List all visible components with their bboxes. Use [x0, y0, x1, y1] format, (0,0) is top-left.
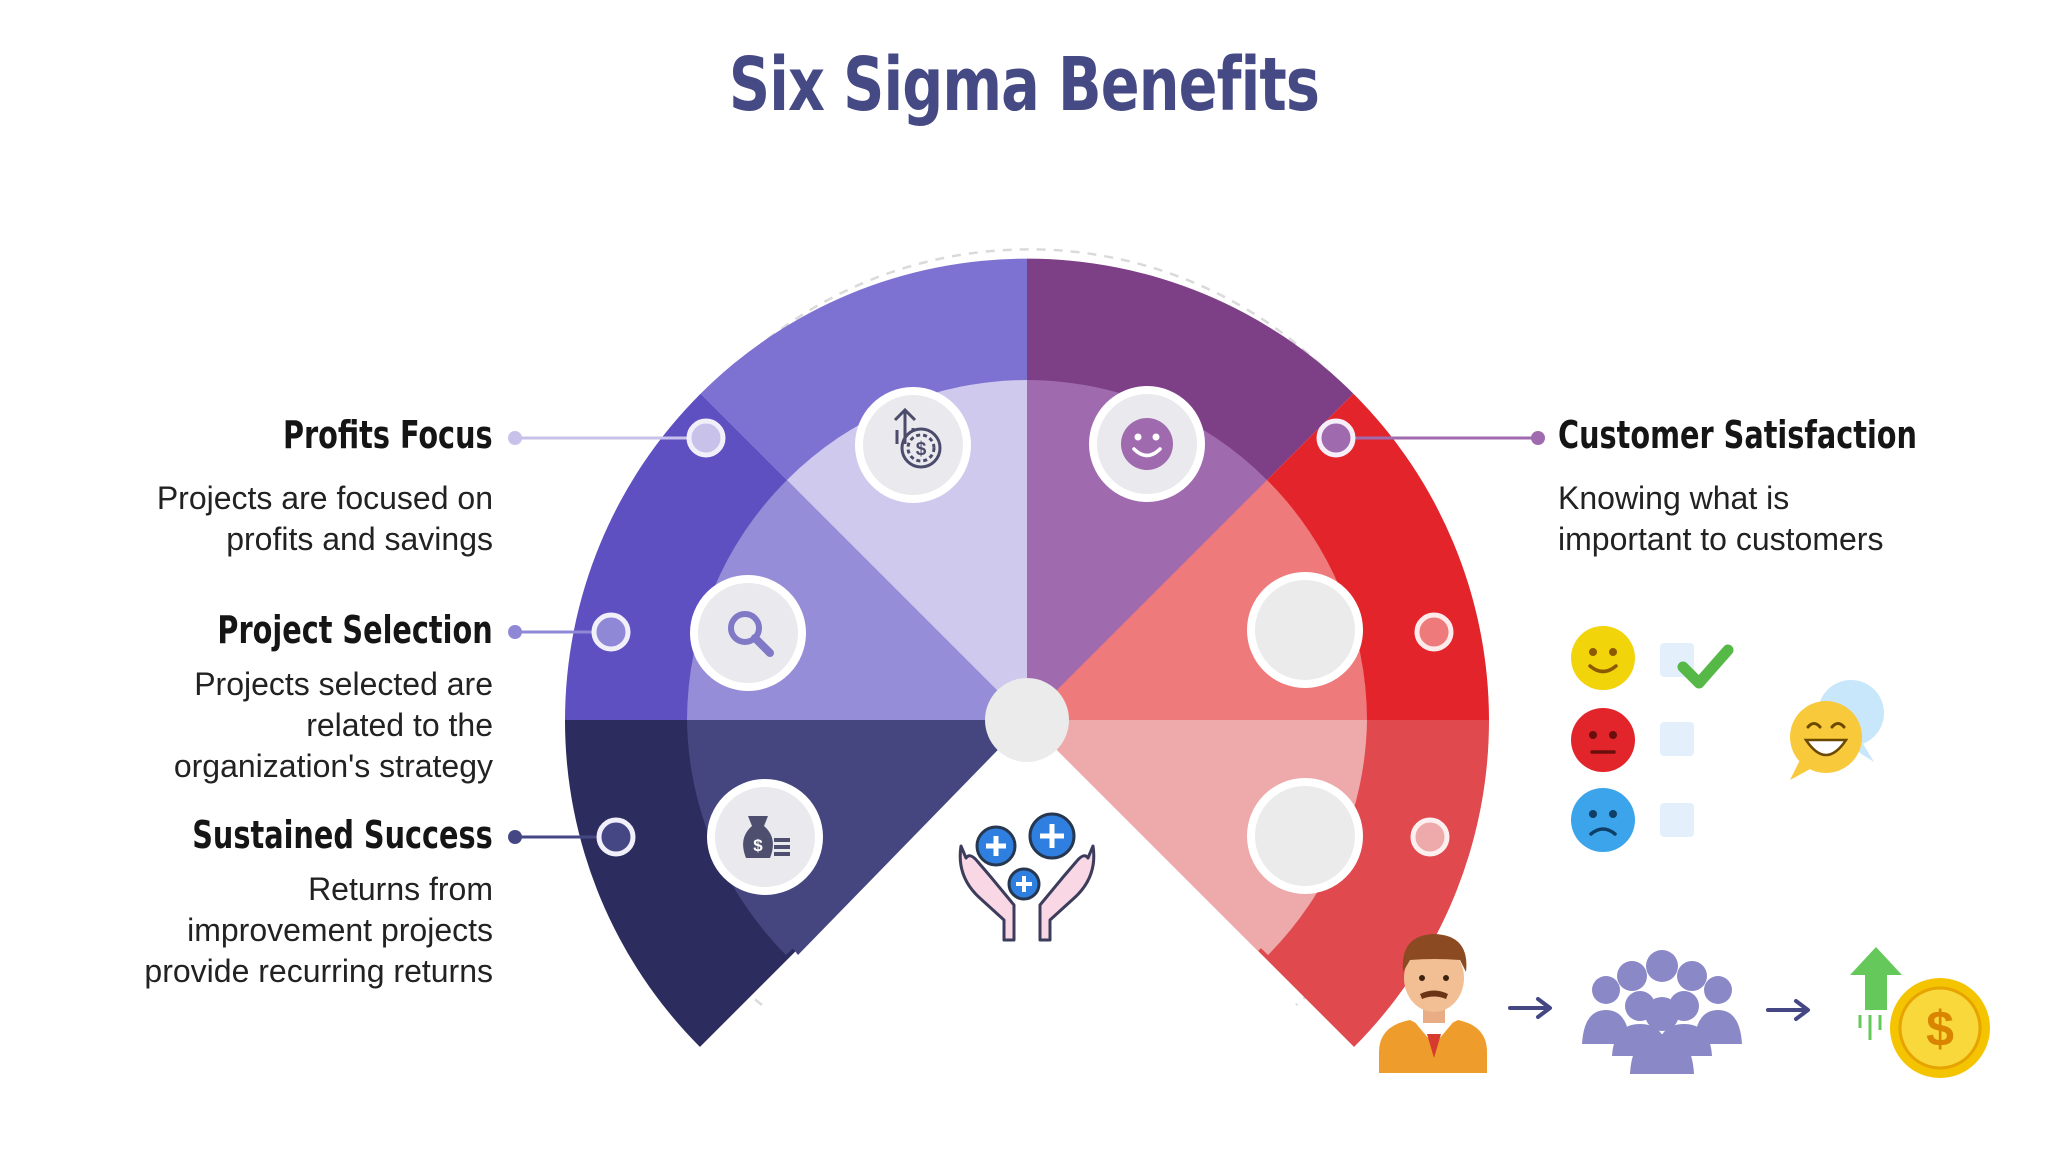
laughing-chat-icon [1790, 680, 1884, 780]
description-line: provide recurring returns [144, 953, 493, 989]
project-selection-icon-circle [690, 575, 806, 691]
arrow-right-icon [1766, 999, 1810, 1021]
smiley-icon [1121, 418, 1173, 470]
feedback-illustration [1571, 626, 1884, 852]
page-title: Six Sigma Benefits [728, 42, 1320, 128]
sustained-success-icon-circle: $ [707, 779, 823, 895]
svg-text:$: $ [916, 439, 927, 460]
money-growth-icon [893, 407, 942, 469]
description-line: profits and savings [226, 521, 493, 557]
fan-lower-left-big [687, 720, 1027, 955]
description-line: organization's strategy [173, 748, 493, 784]
profits-focus-icon-circle: $ [855, 387, 971, 503]
coral-segment-empty-circle [1247, 572, 1363, 688]
description-line: important to customers [1558, 521, 1884, 557]
benefit-description-profits-focus: Projects are focused on profits and savi… [157, 478, 493, 560]
benefit-title-profits-focus: Profits Focus [283, 413, 493, 457]
dot-coral [1414, 612, 1454, 652]
connector-profits-focus [508, 418, 726, 458]
pink-segment-empty-circle [1247, 778, 1363, 894]
flow-illustration: $ [1379, 934, 1990, 1078]
benefit-title-project-selection: Project Selection [217, 608, 493, 652]
description-line: related to the [306, 707, 493, 743]
angry-face-icon [1571, 708, 1635, 772]
coin-growth-icon: $ [1850, 947, 1990, 1078]
description-line: Returns from [308, 871, 493, 907]
checkbox-icon [1660, 803, 1694, 837]
svg-text:$: $ [1926, 1001, 1954, 1057]
benefit-description-customer-satisfaction: Knowing what is important to customers [1558, 478, 1883, 560]
benefit-description-project-selection: Projects selected are related to the org… [174, 664, 493, 787]
benefit-title-customer-satisfaction: Customer Satisfaction [1558, 413, 1917, 457]
connector-sustained-success [508, 817, 636, 857]
benefit-title-sustained-success: Sustained Success [192, 813, 493, 857]
arrow-right-icon [1508, 997, 1552, 1019]
magnifier-icon [728, 611, 774, 657]
fan-lower-right-big [1027, 720, 1367, 955]
benefit-description-sustained-success: Returns from improvement projects provid… [144, 869, 493, 992]
description-line: improvement projects [187, 912, 493, 948]
checkbox-icon [1660, 722, 1694, 756]
happy-face-icon [1571, 626, 1635, 690]
person-icon [1379, 934, 1487, 1073]
connector-customer-satisfaction [1316, 418, 1545, 458]
sad-face-icon [1571, 788, 1635, 852]
center-hub [985, 678, 1069, 762]
fan-upper-right-top [1027, 380, 1267, 720]
dot-pink [1410, 817, 1450, 857]
description-line: Projects selected are [194, 666, 493, 702]
description-line: Knowing what is [1558, 480, 1790, 516]
group-icon [1582, 950, 1742, 1074]
description-line: Projects are focused on [156, 480, 493, 516]
money-bag-icon: $ [743, 816, 790, 858]
connector-project-selection [508, 612, 631, 652]
customer-satisfaction-icon-circle [1089, 386, 1205, 502]
hands-plus-icon [958, 812, 1096, 942]
svg-text:$: $ [753, 836, 763, 855]
check-mark-icon [1677, 644, 1734, 689]
